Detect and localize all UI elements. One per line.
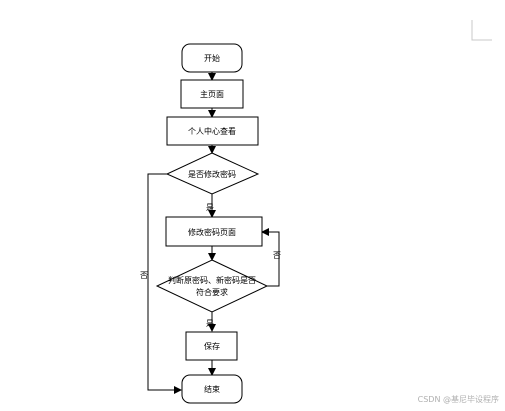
node-main-page: 主页面 [180,79,244,109]
decision-check-line1: 判断原密码、新密码是否 [168,275,256,285]
start-label: 开始 [204,53,220,63]
node-personal-center: 个人中心查看 [166,116,259,146]
save-label: 保存 [204,341,220,351]
change-password-page-label: 修改密码页面 [188,227,236,237]
node-decision-check-password: 判断原密码、新密码是否 符合要求 [155,259,269,313]
decision-check-line2: 符合要求 [196,287,228,297]
node-start: 开始 [181,43,243,73]
node-save: 保存 [185,331,238,361]
edge-no-to-end [147,173,182,394]
main-page-label: 主页面 [200,89,224,99]
node-change-password-page: 修改密码页面 [165,216,263,247]
connectors [147,72,280,394]
page-corner-mark [471,20,492,41]
personal-center-label: 个人中心查看 [188,126,236,136]
edge-no-back-to-change-page [261,228,280,287]
node-end: 结束 [181,374,243,404]
edge-label-yes-change: 是 [206,203,214,212]
watermark-text: CSDN @基尼毕设程序 [418,394,499,404]
decision-change-password-label: 是否修改密码 [188,169,236,179]
edge-label-yes-save: 是 [206,319,214,328]
edge-label-no-end: 否 [140,271,148,280]
node-decision-change-password: 是否修改密码 [165,152,260,195]
edge-label-no-back: 否 [273,251,281,260]
end-label: 结束 [204,384,220,394]
